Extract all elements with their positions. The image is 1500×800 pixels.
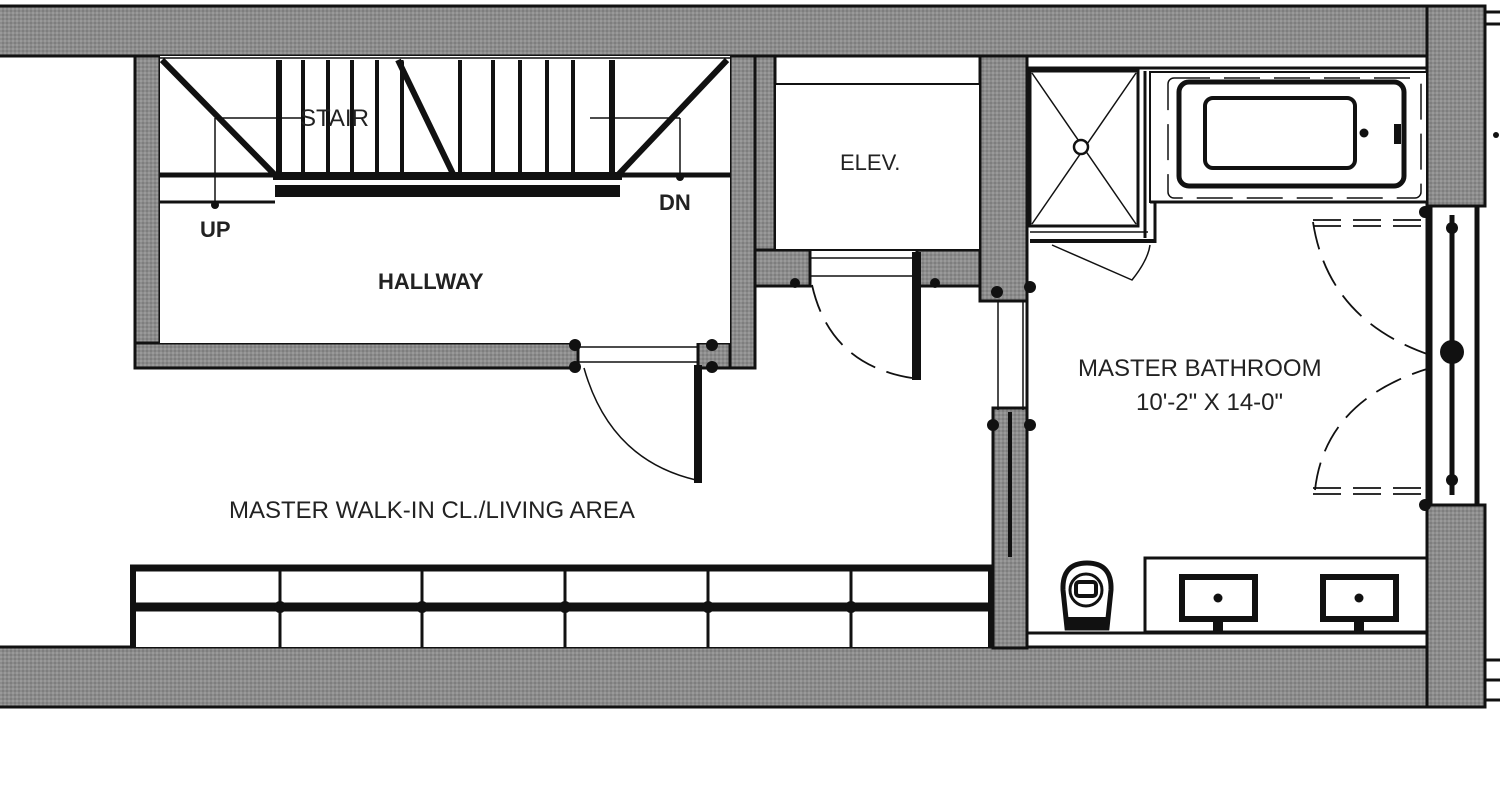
wall-hall-bottom-left [133, 341, 580, 370]
master-bathroom: MASTER BATHROOM 10'-2" X 14-0" [1025, 66, 1480, 635]
bathtub-icon [1149, 71, 1428, 204]
stair-up-label: UP [200, 217, 231, 242]
stair-label: STAIR [300, 105, 369, 132]
elevator: ELEV. [774, 83, 981, 380]
exterior-window-marks [1486, 10, 1500, 702]
shower-stall-icon [1028, 69, 1157, 281]
walls [0, 4, 1487, 709]
walk-in-label: MASTER WALK-IN CL./LIVING AREA [229, 497, 635, 524]
wall-right-upper [1425, 4, 1487, 208]
wall-right-lower [1425, 503, 1487, 709]
wall-elev-bottom-left [753, 248, 812, 288]
bathroom-label: MASTER BATHROOM [1078, 355, 1322, 382]
stair-down-label: DN [659, 190, 691, 215]
wall-hall-left [133, 54, 162, 370]
vanity-sink-icon [1143, 556, 1429, 634]
stair: STAIR UP DN [159, 56, 730, 343]
toilet-icon [1060, 560, 1114, 631]
wall-hall-right [728, 54, 757, 370]
wall-top [0, 4, 1487, 58]
closet-shelving-icon [130, 564, 994, 647]
wall-bottom [0, 645, 1487, 709]
wall-elev-right [978, 54, 1029, 303]
bathroom-dimensions: 10'-2" X 14-0" [1136, 389, 1283, 416]
stair-treads [276, 60, 615, 180]
hallway-label: HALLWAY [378, 269, 484, 294]
hallway-door [569, 339, 718, 483]
elevator-label: ELEV. [840, 150, 900, 175]
bath-window-doors [1312, 205, 1480, 511]
